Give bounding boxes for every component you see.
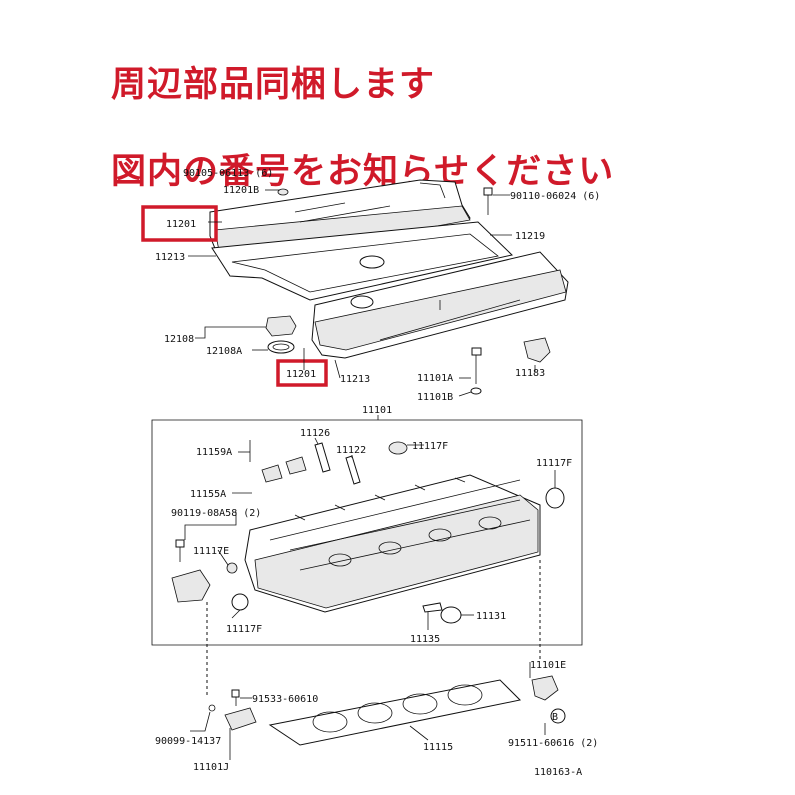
label-90119: 90119-08A58 (2) bbox=[171, 508, 261, 519]
label-91533: 91533-60610 bbox=[252, 694, 318, 705]
label-12108a: 12108A bbox=[206, 346, 242, 357]
label-11117e: 11117E bbox=[193, 546, 229, 557]
plug-11117f-b bbox=[545, 487, 565, 509]
label-11115: 11115 bbox=[423, 742, 453, 753]
camshaft-bearing-caps bbox=[261, 456, 307, 483]
label-90099: 90099-14137 bbox=[155, 736, 221, 747]
label-11183: 11183 bbox=[515, 368, 545, 379]
label-11213-mid: 11213 bbox=[340, 374, 370, 385]
bolt-91533 bbox=[231, 689, 240, 706]
label-11101a: 11101A bbox=[417, 373, 453, 384]
label-11201-top: 11201 bbox=[166, 219, 196, 230]
bolt-90119 bbox=[175, 539, 185, 562]
label-11101: 11101 bbox=[362, 405, 392, 416]
label-11155a: 11155A bbox=[190, 489, 226, 500]
cylinder-head bbox=[244, 474, 541, 613]
label-11126: 11126 bbox=[300, 428, 330, 439]
label-11101b: 11101B bbox=[417, 392, 453, 403]
cover-bolt bbox=[483, 187, 493, 215]
oil-filler-cap bbox=[265, 315, 297, 337]
label-11117f-b: 11117F bbox=[536, 458, 572, 469]
seal-11135 bbox=[422, 602, 443, 613]
highlight-11201-mid bbox=[276, 359, 328, 387]
label-11131: 11131 bbox=[476, 611, 506, 622]
label-91511: 91511-60616 (2) bbox=[508, 738, 598, 749]
housing-11101e-left bbox=[171, 569, 211, 603]
seal-11131 bbox=[440, 606, 462, 624]
headline-bundled-parts: 周辺部品同梱します bbox=[111, 65, 436, 105]
label-11117f-c: 11117F bbox=[226, 624, 262, 635]
label-11201b: 11201B bbox=[223, 185, 259, 196]
head-gasket bbox=[268, 679, 522, 746]
highlight-11201-top bbox=[141, 205, 218, 242]
valve-guide-11126 bbox=[314, 442, 331, 473]
label-90110: 90110-06024 (6) bbox=[510, 191, 600, 202]
label-11213-top: 11213 bbox=[155, 252, 185, 263]
headline-tell-part-number: 図内の番号をお知らせください bbox=[111, 152, 615, 192]
plug-11117f-a bbox=[388, 441, 408, 455]
label-diagram-ref: 110163-A bbox=[534, 767, 582, 778]
label-11135: 11135 bbox=[410, 634, 440, 645]
label-11101j: 11101J bbox=[193, 762, 229, 773]
cover-grommet bbox=[277, 188, 289, 196]
head-bolt bbox=[470, 347, 482, 395]
label-11201-mid: 11201 bbox=[286, 369, 316, 380]
plug-11117f-c bbox=[231, 593, 249, 611]
valve-cover-gasket-rear bbox=[211, 221, 514, 301]
label-90105: 90105-06113 (6) bbox=[183, 168, 273, 179]
label-11219: 11219 bbox=[515, 231, 545, 242]
plug-11117e bbox=[226, 562, 238, 574]
housing-11101e-right bbox=[531, 675, 559, 701]
housing-11101j bbox=[208, 704, 257, 731]
bracket-11183 bbox=[523, 337, 551, 363]
valve-cover-front bbox=[311, 251, 569, 359]
label-12108: 12108 bbox=[164, 334, 194, 345]
label-11101e: 11101E bbox=[530, 660, 566, 671]
label-11117f-a: 11117F bbox=[412, 441, 448, 452]
valve-guide-11122 bbox=[345, 455, 361, 485]
label-b-marker: B bbox=[552, 712, 558, 723]
label-11159a: 11159A bbox=[196, 447, 232, 458]
marker-b bbox=[550, 708, 566, 724]
label-11122: 11122 bbox=[336, 445, 366, 456]
oil-filler-gasket bbox=[267, 340, 295, 354]
